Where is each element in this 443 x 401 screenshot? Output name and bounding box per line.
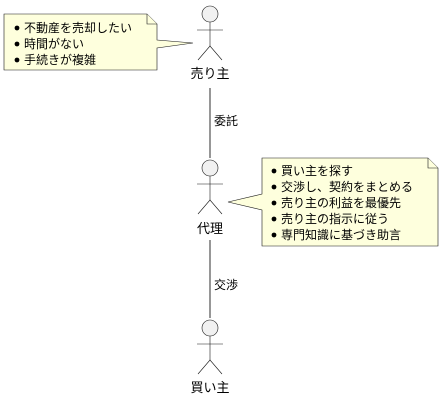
note-agent-fold (427, 158, 438, 169)
actor-buyer-legs (197, 359, 223, 375)
actor-agent-head (201, 159, 219, 177)
note-bullet (271, 184, 277, 190)
link-label-agent-buyer: 交渉 (214, 277, 238, 292)
note-seller: 不動産を売却したい 時間がない 手続きが複雑 (3, 13, 194, 71)
note-bullet (271, 232, 277, 238)
actor-agent-legs (197, 199, 223, 215)
actor-agent: 代理 (197, 159, 223, 237)
note-bullet (271, 168, 277, 174)
actor-seller-head (201, 5, 219, 23)
note-seller-items: 不動産を売却したい 時間がない 手続きが複雑 (14, 20, 132, 67)
note-bullet (14, 57, 20, 63)
note-agent-item: 専門知識に基づき助言 (281, 228, 401, 242)
link-label-seller-agent: 委託 (214, 113, 238, 128)
note-bullet (271, 200, 277, 206)
note-agent-item: 交渉し、契約をまとめる (281, 179, 413, 194)
actor-buyer: 買い主 (190, 319, 230, 396)
note-seller-item: 不動産を売却したい (24, 20, 132, 35)
note-bullet (14, 41, 20, 47)
actor-agent-label: 代理 (197, 222, 223, 237)
note-seller-fold (146, 14, 157, 25)
note-agent-item: 買い主を探す (281, 164, 353, 178)
note-agent-items: 買い主を探す 交渉し、契約をまとめる 売り主の利益を最優先 売り主の指示に従う … (271, 164, 413, 242)
actor-seller-label: 売り主 (190, 66, 229, 82)
note-agent-item: 売り主の利益を最優先 (281, 195, 401, 210)
actor-seller: 売り主 (190, 5, 230, 82)
note-seller-item: 時間がない (24, 36, 84, 51)
note-bullet (14, 25, 20, 31)
actor-seller-legs (197, 45, 223, 61)
actor-buyer-label: 買い主 (190, 381, 229, 396)
note-bullet (271, 216, 277, 222)
note-agent: 買い主を探す 交渉し、契約をまとめる 売り主の利益を最優先 売り主の指示に従う … (227, 157, 439, 247)
note-agent-item: 売り主の指示に従う (281, 211, 389, 226)
note-agent-shape (227, 157, 439, 247)
actor-buyer-head (201, 319, 219, 337)
note-seller-item: 手続きが複雑 (24, 52, 96, 67)
